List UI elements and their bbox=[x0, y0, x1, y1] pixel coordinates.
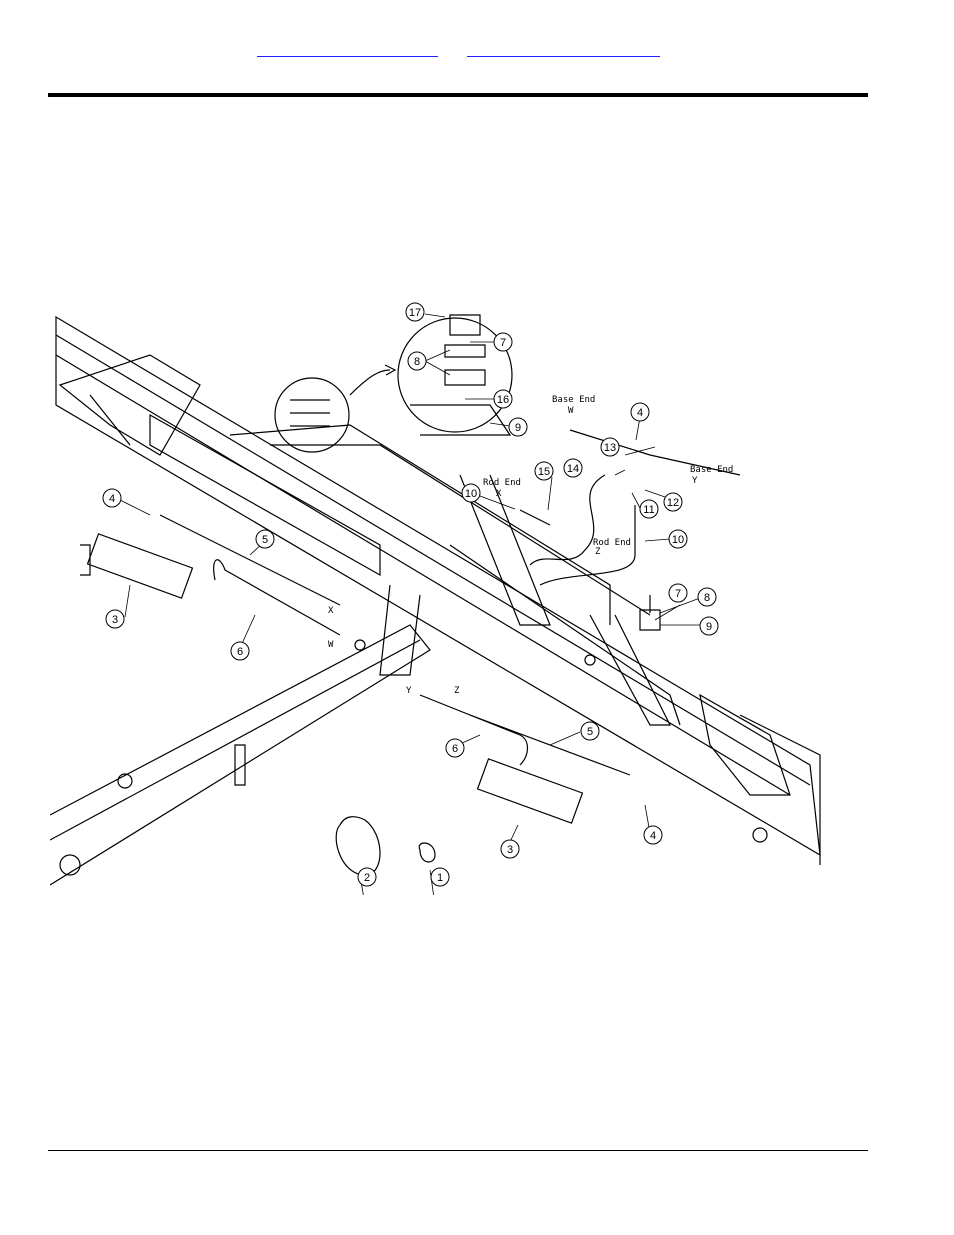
svg-text:13: 13 bbox=[604, 442, 616, 454]
callout-10: 10 bbox=[461, 483, 481, 503]
svg-text:5: 5 bbox=[262, 534, 268, 546]
hose-end-z: Z bbox=[454, 686, 460, 696]
svg-text:6: 6 bbox=[237, 646, 243, 658]
callout-13: 13 bbox=[600, 437, 620, 457]
svg-text:4: 4 bbox=[109, 493, 115, 505]
svg-text:11: 11 bbox=[643, 504, 654, 516]
hose-end-w: W bbox=[328, 640, 334, 650]
hose-notes: Base End W Base End Y Rod End X Rod End … bbox=[328, 395, 733, 696]
footer-rule bbox=[48, 1150, 868, 1151]
callout-16: 16 bbox=[493, 389, 513, 409]
callout-3: 3 bbox=[500, 839, 520, 859]
callout-2: 2 bbox=[357, 867, 377, 887]
callout-3: 3 bbox=[105, 609, 125, 629]
header-link-1[interactable] bbox=[257, 42, 438, 57]
svg-text:9: 9 bbox=[706, 621, 712, 633]
parts-diagram: 17 7 8 16 9 4 13 14 15 12 11 10 10 7 8 9… bbox=[50, 302, 821, 895]
callout-14: 14 bbox=[563, 458, 583, 478]
note-base-end-y: Base End bbox=[690, 465, 733, 475]
note-base-end-w: Base End bbox=[552, 395, 595, 405]
callout-17: 17 bbox=[405, 302, 425, 322]
callout-15: 15 bbox=[534, 461, 554, 481]
svg-text:14: 14 bbox=[567, 463, 579, 475]
svg-text:2: 2 bbox=[364, 872, 370, 884]
svg-text:4: 4 bbox=[637, 407, 643, 419]
note-rod-end-x: Rod End bbox=[483, 478, 521, 488]
callout-4: 4 bbox=[630, 402, 650, 422]
svg-text:10: 10 bbox=[672, 534, 684, 546]
svg-text:3: 3 bbox=[507, 844, 513, 856]
callout-12: 12 bbox=[663, 492, 683, 512]
note-rod-end-x-letter: X bbox=[496, 489, 502, 499]
note-rod-end-z: Rod End bbox=[593, 538, 631, 548]
note-base-end-y-letter: Y bbox=[692, 476, 698, 486]
svg-text:7: 7 bbox=[500, 337, 506, 349]
svg-text:10: 10 bbox=[465, 488, 477, 500]
svg-text:6: 6 bbox=[452, 743, 458, 755]
callout-9: 9 bbox=[508, 417, 528, 437]
hose-end-y: Y bbox=[406, 686, 412, 696]
header-rule bbox=[48, 93, 868, 97]
svg-text:12: 12 bbox=[667, 497, 679, 509]
header-link-2[interactable] bbox=[467, 42, 660, 57]
callout-7: 7 bbox=[668, 583, 688, 603]
svg-text:17: 17 bbox=[409, 307, 421, 319]
callout-11: 11 bbox=[639, 499, 659, 519]
frame-drawing bbox=[50, 314, 821, 886]
svg-text:9: 9 bbox=[515, 422, 521, 434]
callout-7: 7 bbox=[493, 332, 513, 352]
svg-text:1: 1 bbox=[437, 872, 443, 884]
svg-text:5: 5 bbox=[587, 726, 593, 738]
callouts: 17 7 8 16 9 4 13 14 15 12 11 10 10 7 8 9… bbox=[102, 302, 719, 887]
callout-5: 5 bbox=[580, 721, 600, 741]
callout-4: 4 bbox=[102, 488, 122, 508]
note-rod-end-z-letter: Z bbox=[595, 547, 601, 557]
callout-1: 1 bbox=[430, 867, 450, 887]
svg-text:8: 8 bbox=[704, 592, 710, 604]
svg-text:4: 4 bbox=[650, 830, 656, 842]
svg-text:8: 8 bbox=[414, 356, 420, 368]
svg-text:16: 16 bbox=[497, 394, 509, 406]
callout-5: 5 bbox=[255, 529, 275, 549]
svg-text:7: 7 bbox=[675, 588, 681, 600]
callout-8: 8 bbox=[697, 587, 717, 607]
callout-6: 6 bbox=[230, 641, 250, 661]
callout-6: 6 bbox=[445, 738, 465, 758]
callout-10: 10 bbox=[668, 529, 688, 549]
callout-4: 4 bbox=[643, 825, 663, 845]
note-base-end-w-letter: W bbox=[568, 406, 574, 416]
callout-8: 8 bbox=[407, 351, 427, 371]
leader-lines bbox=[119, 313, 701, 895]
svg-text:3: 3 bbox=[112, 614, 118, 626]
svg-text:15: 15 bbox=[538, 466, 550, 478]
hose-end-x: X bbox=[328, 606, 334, 616]
callout-9: 9 bbox=[699, 616, 719, 636]
